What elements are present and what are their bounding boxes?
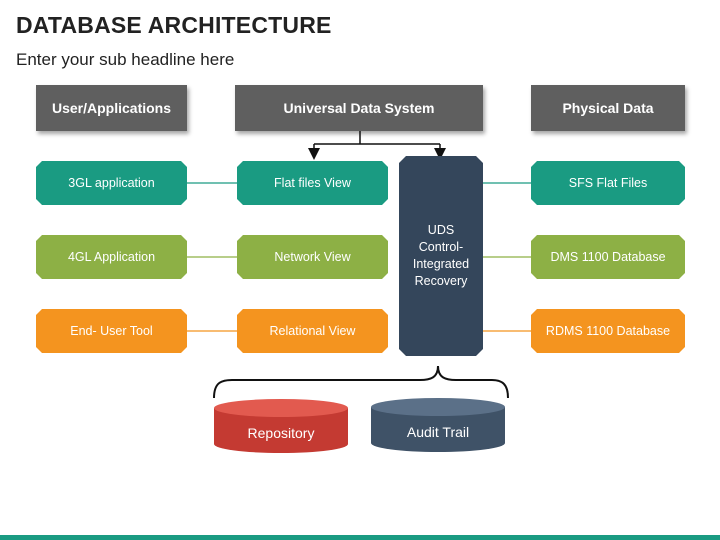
header-universal-data-system: Universal Data System bbox=[235, 85, 483, 131]
box-end-user-tool: End- User Tool bbox=[36, 309, 187, 353]
page-title: DATABASE ARCHITECTURE bbox=[16, 12, 332, 38]
page-subtitle: Enter your sub headline here bbox=[16, 50, 235, 69]
header-user-applications: User/Applications bbox=[36, 85, 187, 131]
box-sfs-flat-files: SFS Flat Files bbox=[531, 161, 685, 205]
bottom-accent-bar bbox=[0, 535, 720, 540]
audit-trail-label: Audit Trail bbox=[407, 424, 469, 440]
header-physical-data: Physical Data bbox=[531, 85, 685, 131]
repository-cylinder bbox=[214, 399, 348, 453]
uds-control-label: UDS Control- Integrated Recovery bbox=[412, 223, 470, 288]
uds-control-block: UDS Control- Integrated Recovery bbox=[399, 156, 483, 356]
box-flat-files-view: Flat files View bbox=[237, 161, 388, 205]
audit-trail-cylinder bbox=[371, 398, 505, 452]
box-relational-view: Relational View bbox=[237, 309, 388, 353]
box-dms-1100-database: DMS 1100 Database bbox=[531, 235, 685, 279]
repository-label: Repository bbox=[248, 425, 315, 441]
box-rdms-1100-database: RDMS 1100 Database bbox=[531, 309, 685, 353]
box-network-view: Network View bbox=[237, 235, 388, 279]
box-3gl-application: 3GL application bbox=[36, 161, 187, 205]
box-4gl-application: 4GL Application bbox=[36, 235, 187, 279]
